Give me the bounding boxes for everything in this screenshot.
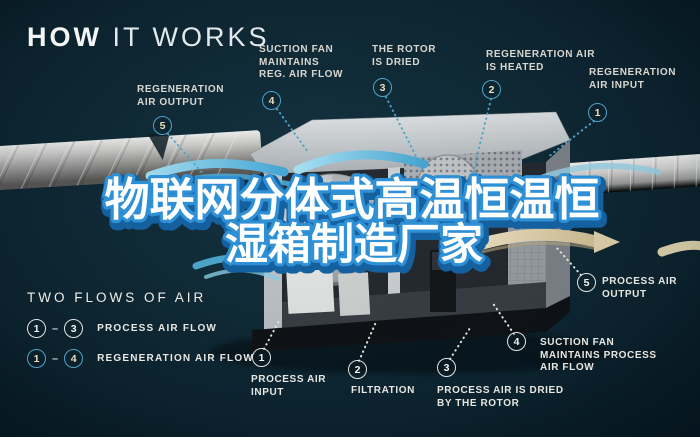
- callout-badge-regeneration-2: 2: [482, 80, 501, 99]
- overlay-line1: 物联网分体式高温恒温恒: [104, 173, 599, 226]
- callout-badge-process-4: 4: [507, 332, 526, 351]
- legend-badge-to: 4: [64, 349, 84, 368]
- page-title: HOW IT WORKS: [27, 22, 270, 53]
- legend: TWO FLOWS OF AIR 1 – 3 PROCESS AIR FLOW …: [27, 290, 254, 379]
- badge-number: 1: [594, 106, 601, 119]
- leader-line: [547, 120, 595, 158]
- leader-line: [555, 246, 582, 276]
- overlay-headline: 物联网分体式高温恒温恒 湿箱制造厂家 物联网分体式高温恒温恒 湿箱制造厂家: [100, 170, 608, 281]
- callout-label-regeneration-1: REGENERATION AIR INPUT: [589, 67, 677, 91]
- page-title-bold: HOW: [27, 22, 102, 52]
- legend-label-process: PROCESS AIR FLOW: [97, 323, 218, 334]
- callout-badge-process-2: 2: [348, 360, 367, 379]
- badge-number: 2: [354, 363, 361, 376]
- badge-number: 3: [70, 322, 77, 335]
- badge-number: 4: [513, 335, 520, 348]
- legend-title: TWO FLOWS OF AIR: [27, 290, 207, 305]
- callout-badge-process-5: 5: [577, 273, 596, 292]
- leader-line: [467, 98, 492, 194]
- callout-badge-process-3: 3: [437, 358, 456, 377]
- badge-number: 3: [379, 81, 386, 94]
- page-title-light: IT WORKS: [112, 22, 270, 52]
- legend-row-regeneration: 1 – 4 REGENERATION AIR FLOW: [27, 349, 254, 368]
- badge-number: 4: [70, 352, 77, 365]
- callout-label-process-1: PROCESS AIR INPUT: [251, 374, 327, 398]
- leader-line: [276, 108, 309, 153]
- leader-line: [491, 301, 515, 335]
- leader-lines-process: [263, 246, 582, 362]
- leader-line: [358, 321, 377, 362]
- overlay-line1-shadow: 物联网分体式高温恒温恒: [106, 177, 601, 230]
- overlay-line2-shadow: 湿箱制造厂家: [227, 224, 485, 274]
- callout-label-regeneration-5: REGENERATION AIR OUTPUT: [137, 84, 225, 108]
- callout-badge-process-1: 1: [252, 348, 271, 367]
- callout-label-process-5: PROCESS AIR OUTPUT: [602, 276, 678, 300]
- leader-line: [449, 327, 471, 360]
- callout-label-regeneration-4: SUCTION FAN MAINTAINS REG. AIR FLOW: [259, 44, 344, 80]
- leader-line: [385, 96, 425, 173]
- legend-dash: –: [52, 352, 59, 365]
- leader-line: [263, 318, 281, 350]
- legend-badge-from: 1: [27, 319, 46, 338]
- callout-badge-regeneration-4: 4: [262, 91, 281, 110]
- callout-label-regeneration-2: REGENERATION AIR IS HEATED: [486, 49, 596, 73]
- badge-number: 1: [33, 322, 40, 335]
- callout-badge-regeneration-3: 3: [373, 78, 392, 97]
- leader-lines-regeneration: [167, 96, 595, 194]
- badge-number: 1: [258, 351, 265, 364]
- callout-badge-regeneration-1: 1: [588, 103, 607, 122]
- callout-badge-regeneration-5: 5: [153, 116, 172, 135]
- legend-badge-to: 3: [64, 319, 84, 338]
- badge-number: 5: [583, 276, 590, 289]
- legend-label-regeneration: REGENERATION AIR FLOW: [97, 353, 254, 364]
- badge-number: 4: [268, 94, 275, 107]
- legend-row-process: 1 – 3 PROCESS AIR FLOW: [27, 319, 254, 338]
- legend-badge-from: 1: [27, 349, 46, 368]
- callout-label-process-2: FILTRATION: [351, 385, 415, 396]
- callout-label-process-4: SUCTION FAN MAINTAINS PROCESS AIR FLOW: [540, 337, 657, 373]
- legend-dash: –: [52, 322, 59, 335]
- callout-label-process-3: PROCESS AIR IS DRIED BY THE ROTOR: [437, 385, 564, 409]
- badge-number: 2: [488, 83, 495, 96]
- badge-number: 1: [33, 352, 40, 365]
- badge-number: 5: [159, 119, 166, 132]
- leader-line: [167, 133, 207, 178]
- callout-label-regeneration-3: THE ROTOR IS DRIED: [372, 44, 437, 68]
- overlay-line2: 湿箱制造厂家: [225, 220, 483, 270]
- badge-number: 3: [443, 361, 450, 374]
